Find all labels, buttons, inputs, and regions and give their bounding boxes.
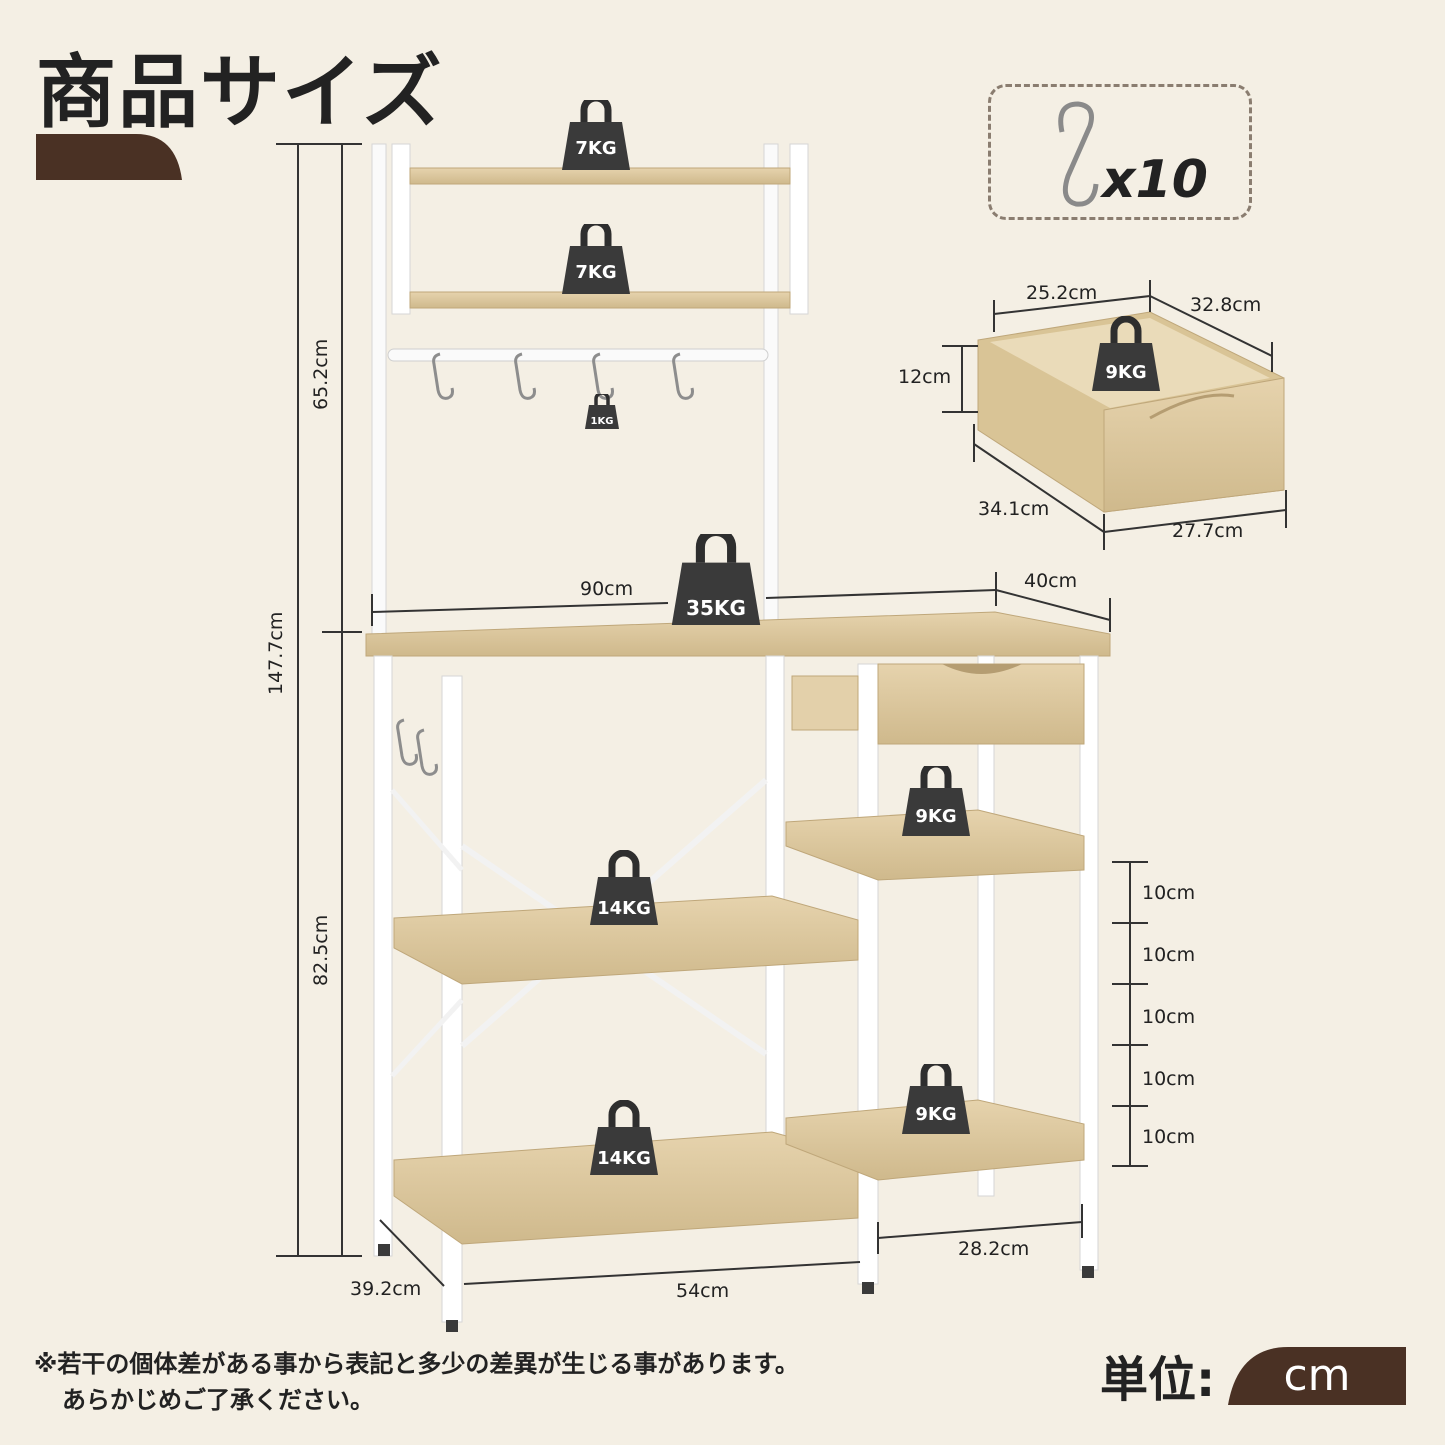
unit-label: 単位: bbox=[1100, 1352, 1216, 1408]
weight-top-shelf: 7KG bbox=[556, 100, 636, 180]
dim-drawer-bottom-depth: 34.1cm bbox=[978, 498, 1050, 520]
title-underline-bar bbox=[36, 134, 182, 180]
dim-drawer-top-depth: 32.8cm bbox=[1190, 294, 1262, 316]
weight-right-upper-shelf: 9KG bbox=[896, 766, 976, 846]
page-title: 商品サイズ bbox=[36, 46, 444, 139]
dim-drawer-bottom-width: 27.7cm bbox=[1172, 520, 1244, 542]
unit-value: cm bbox=[1283, 1350, 1351, 1401]
dim-shelf-spacing-2: 10cm bbox=[1142, 944, 1196, 966]
dim-left-bay-width: 54cm bbox=[676, 1280, 730, 1302]
dim-top-width: 90cm bbox=[580, 578, 634, 600]
weight-hook: 1KG bbox=[582, 394, 622, 434]
dim-base-depth: 39.2cm bbox=[350, 1278, 422, 1300]
rack-dimension-lines bbox=[371, 572, 1148, 1287]
weight-drawer: 9KG bbox=[1086, 316, 1166, 396]
dim-shelf-spacing-1: 10cm bbox=[1142, 882, 1196, 904]
footnote: ※若干の個体差がある事から表記と多少の差異が生じる事があります。 あらかじめご了… bbox=[34, 1346, 799, 1418]
rack-frame bbox=[365, 143, 1111, 1332]
dim-top-depth: 40cm bbox=[1024, 570, 1078, 592]
dim-shelf-spacing-5: 10cm bbox=[1142, 1126, 1196, 1148]
dim-upper-height: 65.2cm bbox=[310, 338, 332, 410]
weight-right-bottom-shelf: 9KG bbox=[896, 1064, 976, 1144]
footnote-line-2: あらかじめご了承ください。 bbox=[62, 1386, 374, 1414]
s-hook-icon bbox=[1058, 101, 1099, 207]
dim-lower-height: 82.5cm bbox=[310, 914, 332, 986]
weight-worktop: 35KG bbox=[664, 534, 768, 638]
dim-drawer-height: 12cm bbox=[898, 366, 952, 388]
weight-second-shelf: 7KG bbox=[556, 224, 636, 304]
hook-accessory-box bbox=[988, 84, 1252, 220]
dim-right-bay-width: 28.2cm bbox=[958, 1238, 1030, 1260]
weight-left-middle-shelf: 14KG bbox=[584, 850, 664, 930]
drawer-dimension-lines bbox=[942, 280, 1287, 550]
dim-drawer-top-width: 25.2cm bbox=[1026, 282, 1098, 304]
unit-badge: cm bbox=[1228, 1347, 1406, 1405]
dim-shelf-spacing-4: 10cm bbox=[1142, 1068, 1196, 1090]
hook-count-label: x10 bbox=[1102, 150, 1208, 210]
weight-left-bottom-shelf: 14KG bbox=[584, 1100, 664, 1180]
dim-total-height: 147.7cm bbox=[265, 611, 287, 695]
height-dimension-lines bbox=[276, 143, 362, 1257]
footnote-line-1: ※若干の個体差がある事から表記と多少の差異が生じる事があります。 bbox=[34, 1350, 799, 1378]
dim-shelf-spacing-3: 10cm bbox=[1142, 1006, 1196, 1028]
